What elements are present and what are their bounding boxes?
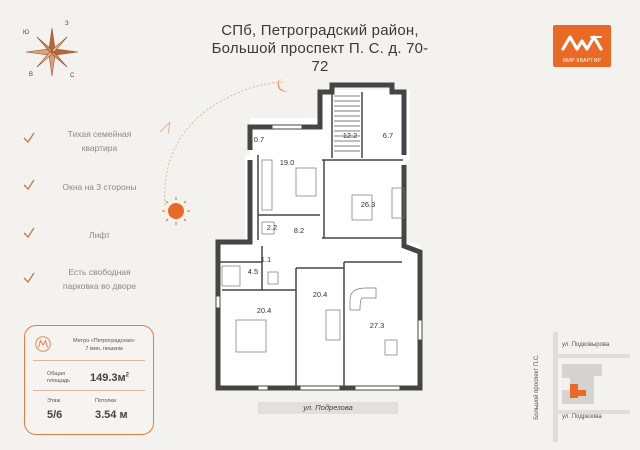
feature-item: Тихая семейная квартира xyxy=(22,125,172,165)
feature-line-1: Лифт xyxy=(88,230,111,240)
feature-line-2: квартира xyxy=(81,143,118,153)
title-line-2: Большой проспект П. С. д. 70-72 xyxy=(211,40,429,75)
title-line-1: СПб, Петроградский район, xyxy=(221,22,419,39)
room-area-label: 6.7 xyxy=(383,131,393,140)
area-label-line-2: площадь xyxy=(47,378,70,384)
checkmark-icon xyxy=(23,179,35,191)
plan-inner-walls xyxy=(220,92,404,386)
room-area-label: 20.4 xyxy=(257,306,272,315)
room-area-label: 20.4 xyxy=(313,290,328,299)
info-card: Метро «Петроградская» 7 мин. пешком Обща… xyxy=(24,325,154,435)
floor-label: Этаж xyxy=(47,398,61,404)
sun-icon xyxy=(162,197,190,225)
double-bed-icon xyxy=(235,319,267,353)
building-marker-icon xyxy=(570,384,578,398)
ceiling-label: Потолки xyxy=(95,398,116,404)
brand-mark-icon xyxy=(561,35,603,51)
compass-south-label: В xyxy=(29,72,34,78)
room-area-label: 4.5 xyxy=(248,267,258,276)
sun-path-arc xyxy=(164,81,286,206)
card-divider xyxy=(33,360,145,361)
compass-north-label: З xyxy=(65,21,69,27)
sofa-icon xyxy=(391,187,405,219)
logo-caption: МИР КВАРТИР xyxy=(562,58,602,64)
compass-star-icon xyxy=(25,27,79,77)
plan-windows xyxy=(215,124,423,391)
feature-line-1: Окна на 3 стороны xyxy=(62,182,137,192)
toilet-icon xyxy=(267,271,279,285)
checkmark-icon xyxy=(23,272,35,284)
minimap-graphic xyxy=(553,332,630,442)
feature-line-2: парковка во дворе xyxy=(62,281,137,291)
room-area-label: 27.3 xyxy=(370,321,385,330)
sun-path-arrow-icon xyxy=(159,121,171,135)
minimap-street-top: ул. Подковырова xyxy=(562,342,610,348)
area-label-line-1: Общая xyxy=(47,371,65,377)
compass-west-label: Ю xyxy=(23,30,30,36)
compass-rose: З В Ю С xyxy=(12,20,82,80)
street-label-bottom: ул. Подрезова xyxy=(258,402,398,414)
metro-station: Метро «Петроградская» xyxy=(73,338,135,344)
checkmark-icon xyxy=(23,132,35,144)
staircase-icon xyxy=(334,95,360,152)
location-minimap: ул. Подковырова ул. Подрезова Большой пр… xyxy=(534,332,630,442)
area-number: 149.3м xyxy=(90,372,126,384)
metro-icon xyxy=(35,336,51,352)
feature-item: Окна на 3 стороны xyxy=(22,172,172,212)
checkmark-icon xyxy=(23,227,35,239)
room-area-label: 8.2 xyxy=(294,226,304,235)
area-value: 149.3м2 xyxy=(90,372,129,384)
compass-east-label: С xyxy=(70,73,75,79)
metro-distance: 7 мин. пешком xyxy=(85,346,123,352)
minimap-street-side: Большой проспект П.С. xyxy=(533,354,540,420)
plan-floor xyxy=(220,90,420,390)
desk-icon xyxy=(325,309,341,341)
ceiling-value: 3.54 м xyxy=(95,409,128,421)
room-area-label: 12.2 xyxy=(343,131,358,140)
feature-item: Есть свободная парковка во дворе xyxy=(22,265,172,305)
feature-line-1: Есть свободная xyxy=(68,267,131,277)
room-area-label: 2.2 xyxy=(267,223,277,232)
area-label: Общая площадь xyxy=(47,371,87,385)
kitchen-counter-icon xyxy=(261,159,273,211)
moon-icon xyxy=(277,78,289,92)
brand-logo: МИР КВАРТИР xyxy=(553,25,611,67)
room-area-label: 19.0 xyxy=(280,158,295,167)
floor-value: 5/6 xyxy=(47,409,63,421)
minimap-street-bottom: ул. Подрезова xyxy=(562,414,602,420)
room-labels: 0.7 12.2 6.7 19.0 26.3 2.2 8.2 1.1 4.5 2… xyxy=(248,131,393,330)
plan-furniture xyxy=(221,159,405,356)
room-area-label: 1.1 xyxy=(261,255,271,264)
page-title: СПб, Петроградский район, Большой проспе… xyxy=(205,22,435,76)
feature-item: Лифт xyxy=(22,220,172,260)
bathtub-icon xyxy=(221,265,241,287)
dining-table-icon xyxy=(295,167,317,197)
corner-sofa-icon xyxy=(349,287,377,311)
room-area-label: 0.7 xyxy=(254,135,264,144)
sink-icon xyxy=(261,221,275,235)
area-unit-sup: 2 xyxy=(125,372,130,379)
room-area-label: 26.3 xyxy=(361,200,376,209)
feature-line-1: Тихая семейная xyxy=(67,129,132,139)
card-divider xyxy=(33,390,145,391)
coffee-table-icon xyxy=(351,194,373,221)
armchair-icon xyxy=(384,339,398,356)
